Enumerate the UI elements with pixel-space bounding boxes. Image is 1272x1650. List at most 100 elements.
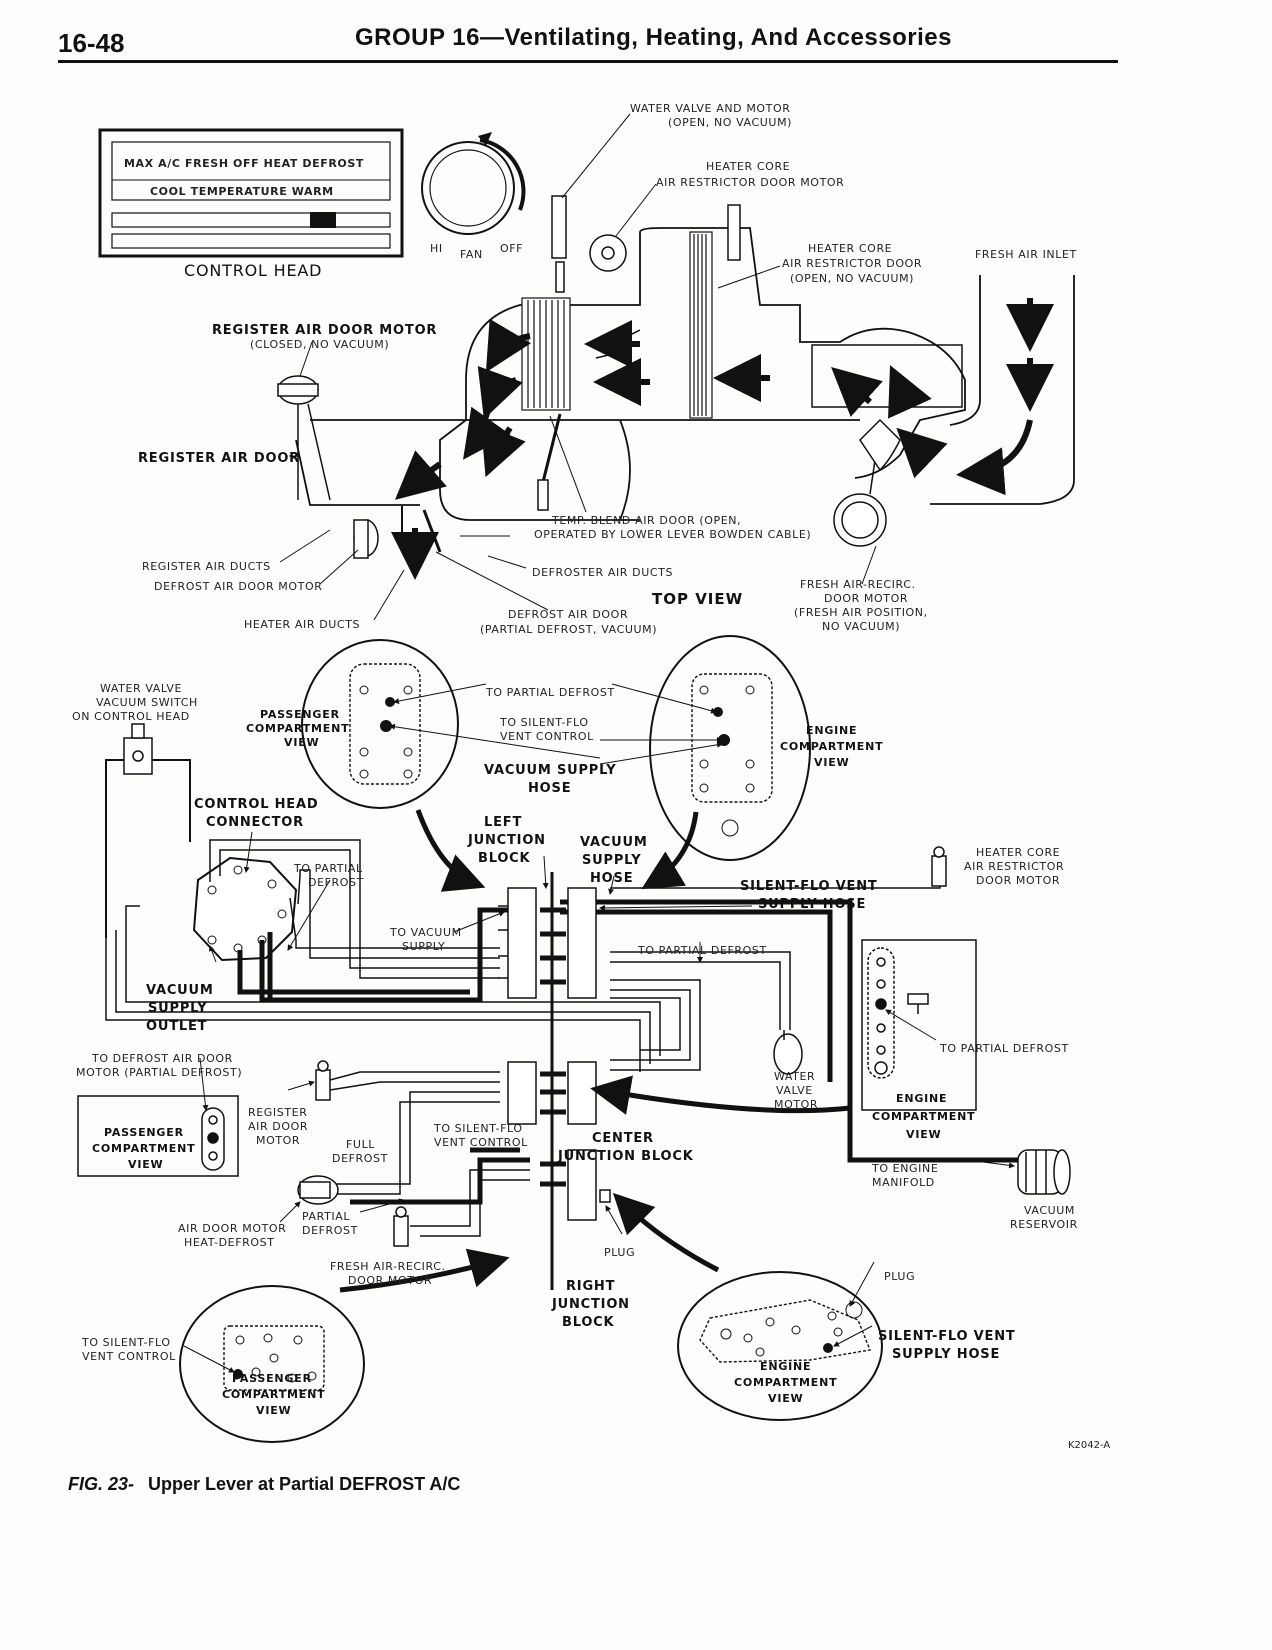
label-ev1-c: VIEW [814, 756, 849, 769]
label-vsm-2: SUPPLY [582, 853, 641, 868]
label-lj-3: BLOCK [478, 851, 531, 866]
label-pv1-b: COMPARTMENT [246, 722, 349, 735]
fan-off-label: OFF [500, 242, 523, 255]
engine-view-2 [861, 939, 977, 1111]
label-wvm-3: MOTOR [774, 1098, 818, 1111]
vacuum-reservoir [1017, 1149, 1071, 1195]
page-title: GROUP 16—Ventilating, Heating, And Acces… [355, 24, 952, 51]
label-hcr-3: DOOR MOTOR [976, 874, 1060, 887]
fan-knob: HI FAN OFF [421, 132, 526, 261]
label-vso-2: SUPPLY [148, 1001, 207, 1016]
label-ev3-b: COMPARTMENT [734, 1376, 837, 1389]
label-register-motor-2: (CLOSED, NO VACUUM) [250, 338, 389, 351]
caption-text: Upper Lever at Partial DEFROST A/C [148, 1474, 461, 1494]
top-view-labels: WATER VALVE AND MOTOR (OPEN, NO VACUUM) … [138, 102, 1077, 636]
label-tsfb-1: TO SILENT-FLO [433, 1122, 523, 1135]
fan-label: FAN [460, 248, 483, 261]
label-ev2-b: COMPARTMENT [872, 1110, 975, 1123]
label-defroster-air-ducts: DEFROSTER AIR DUCTS [532, 566, 673, 579]
caption-number: FIG. 23- [68, 1474, 135, 1494]
label-hcr-1: HEATER CORE [976, 846, 1060, 859]
label-wvs-2: VACUUM SWITCH [96, 696, 198, 709]
label-frm-2: DOOR MOTOR [348, 1274, 432, 1287]
label-hcr-2: AIR RESTRICTOR [964, 860, 1064, 873]
label-tem-1: TO ENGINE [871, 1162, 938, 1175]
label-defrost-air-door-motor: DEFROST AIR DOOR MOTOR [154, 580, 322, 593]
label-temp-blend-2: OPERATED BY LOWER LEVER BOWDEN CABLE) [534, 528, 811, 541]
label-tpd-mid: TO PARTIAL DEFROST [637, 944, 767, 957]
passenger-view-3 [179, 1285, 365, 1443]
center-left-block [507, 1061, 537, 1125]
label-fresh-recirc-1: FRESH AIR-RECIRC. [800, 578, 916, 591]
label-vso-1: VACUUM [146, 983, 214, 998]
passenger-view-1 [301, 639, 459, 809]
label-pd-1: PARTIAL [302, 1210, 350, 1223]
label-ev3-a: ENGINE [760, 1360, 811, 1373]
label-heater-air-ducts: HEATER AIR DUCTS [244, 618, 360, 631]
label-vr-2: RESERVOIR [1010, 1218, 1078, 1231]
top-view-leaders [279, 113, 877, 621]
heater-core-restrictor-motor [931, 846, 947, 887]
label-fd-2: DEFROST [332, 1152, 388, 1165]
label-tsfb-2: VENT CONTROL [434, 1136, 528, 1149]
label-adm-2: HEAT-DEFROST [184, 1236, 275, 1249]
label-pv1-c: VIEW [284, 736, 319, 749]
control-head-temperature: COOL TEMPERATURE WARM [150, 185, 334, 198]
label-defrost-air-door-2: (PARTIAL DEFROST, VACUUM) [480, 623, 657, 636]
label-rj-2: JUNCTION [551, 1297, 630, 1312]
label-ev1-a: ENGINE [806, 724, 857, 737]
label-plug-2: PLUG [884, 1270, 915, 1283]
temp-blend-door [537, 329, 641, 511]
label-tpdl-1: TO PARTIAL [293, 862, 363, 875]
label-register-air-door: REGISTER AIR DOOR [138, 451, 300, 466]
label-ev2-a: ENGINE [896, 1092, 947, 1105]
label-pv3-c: VIEW [256, 1404, 291, 1417]
label-ev2-c: VIEW [906, 1128, 941, 1141]
label-sfsb-2: SUPPLY HOSE [892, 1347, 1000, 1362]
control-head-label: CONTROL HEAD [184, 261, 322, 280]
label-chc-1: CONTROL HEAD [194, 797, 318, 812]
label-sfsb-1: SILENT-FLO VENT [878, 1329, 1016, 1344]
center-junction-block [567, 887, 611, 1221]
fresh-recirc-motor-lower [393, 1206, 409, 1247]
label-tvs-2: SUPPLY [402, 940, 445, 953]
label-tdm-1: TO DEFROST AIR DOOR [91, 1052, 233, 1065]
label-vr-1: VACUUM [1024, 1204, 1075, 1217]
fan-hi-label: HI [430, 242, 443, 255]
label-vsh-1: VACUUM SUPPLY [484, 763, 616, 778]
label-pv2-a: PASSENGER [104, 1126, 184, 1139]
label-heater-core-motor-1: HEATER CORE [706, 160, 790, 173]
fresh-air-inlet-duct [930, 275, 1075, 505]
label-lj-1: LEFT [484, 815, 522, 830]
junction-spine [540, 872, 566, 1290]
label-cj-1: CENTER [592, 1131, 654, 1146]
label-tpd-right: TO PARTIAL DEFROST [939, 1042, 1069, 1055]
label-wvm-2: VALVE [776, 1084, 813, 1097]
water-valve-vacuum-switch [105, 723, 191, 938]
label-defrost-air-door-1: DEFROST AIR DOOR [508, 608, 628, 621]
label-vsh-2: HOSE [528, 781, 571, 796]
water-valve-motor [551, 195, 741, 293]
label-rj-1: RIGHT [566, 1279, 615, 1294]
label-tsfc-2: VENT CONTROL [82, 1350, 176, 1363]
control-head-modes: MAX A/C FRESH OFF HEAT DEFROST [124, 157, 364, 170]
figure-id: K2042-A [1068, 1440, 1111, 1451]
label-top-view: TOP VIEW [652, 590, 743, 608]
label-tsfc-1: TO SILENT-FLO [81, 1336, 171, 1349]
page-number: 16-48 [58, 28, 125, 58]
figure-caption: FIG. 23- Upper Lever at Partial DEFROST A… [68, 1474, 460, 1495]
label-tsf-1: TO SILENT-FLO [499, 716, 589, 729]
label-pv1-a: PASSENGER [260, 708, 340, 721]
label-wvs-1: WATER VALVE [100, 682, 182, 695]
label-frm-1: FRESH AIR-RECIRC. [330, 1260, 446, 1273]
label-fresh-air-inlet: FRESH AIR INLET [975, 248, 1077, 261]
heater-core-fins [521, 231, 713, 419]
label-tpd-top: TO PARTIAL DEFROST [485, 686, 615, 699]
label-heater-core-motor-2: AIR RESTRICTOR DOOR MOTOR [656, 176, 844, 189]
label-tdm-2: MOTOR (PARTIAL DEFROST) [76, 1066, 242, 1079]
left-junction-block [498, 887, 537, 999]
vacuum-leaders [183, 683, 1015, 1373]
view-arrows [339, 809, 851, 1293]
label-sfs-2: SUPPLY HOSE [758, 897, 866, 912]
